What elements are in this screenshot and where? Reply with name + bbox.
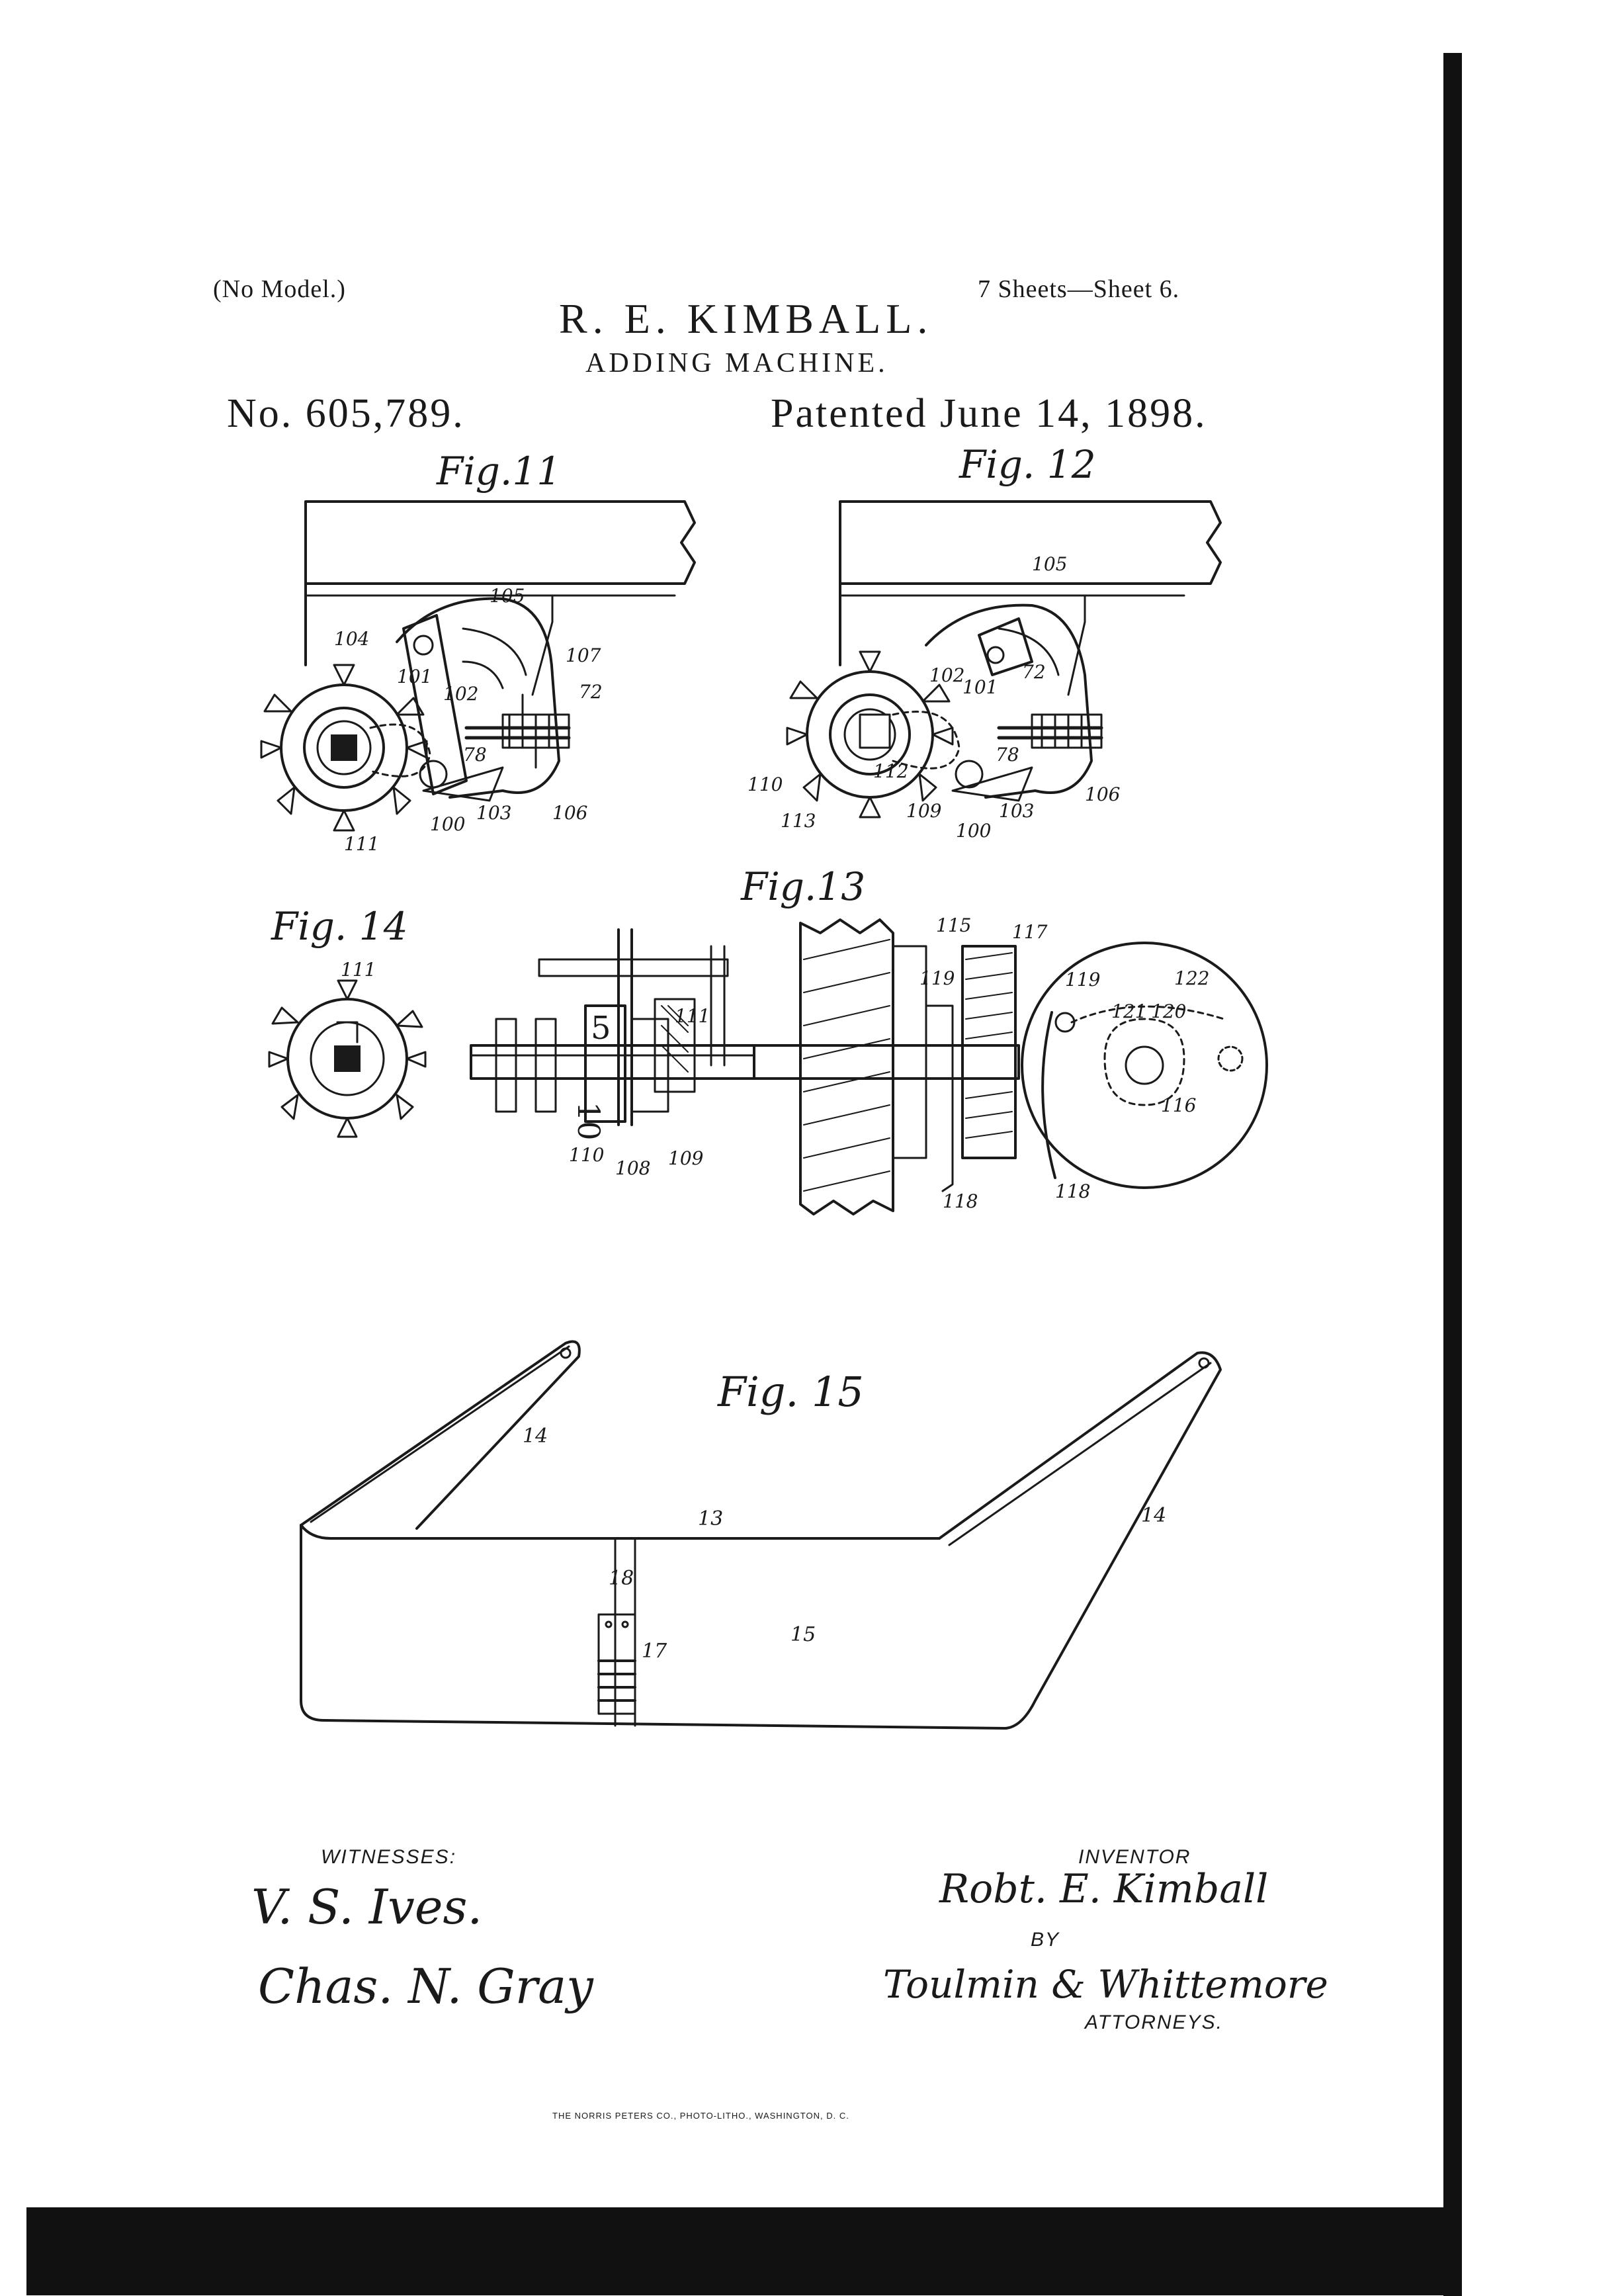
fig14-caption: Fig. 14 xyxy=(271,904,408,949)
figure-13: Fig.13 5 10 xyxy=(470,864,1268,1215)
fig11-ref-111: 111 xyxy=(344,833,379,855)
fig15-caption: Fig. 15 xyxy=(717,1368,864,1416)
fig13-caption: Fig.13 xyxy=(740,864,865,909)
fig13-ref-108: 108 xyxy=(615,1157,650,1179)
patent-date: Patented June 14, 1898. xyxy=(771,391,1207,436)
fig13-ref-122: 122 xyxy=(1174,967,1209,989)
fig12-ref-100: 100 xyxy=(956,820,991,842)
fig12-ref-78: 78 xyxy=(996,744,1019,766)
model-note: (No Model.) xyxy=(213,275,346,303)
fig12-ref-110: 110 xyxy=(747,773,783,795)
fig15-ref-17: 17 xyxy=(642,1640,667,1663)
by-label: BY xyxy=(1031,1929,1060,1951)
fig12-gear xyxy=(786,650,960,818)
fig15-ref-13: 13 xyxy=(698,1507,723,1530)
fig13-ref-117: 117 xyxy=(1012,921,1048,943)
fig11-ref-72: 72 xyxy=(579,681,603,703)
fig13-ref-109: 109 xyxy=(668,1147,703,1169)
witnesses-label: WITNESSES: xyxy=(321,1846,457,1868)
fig13-ref-119b: 119 xyxy=(1065,969,1100,991)
fig11-ref-106: 106 xyxy=(552,802,587,824)
fig15-ref-14-right: 14 xyxy=(1141,1504,1166,1527)
fig13-ref-115: 115 xyxy=(936,914,971,936)
fig11-gear xyxy=(260,664,431,832)
fig14-ref-111: 111 xyxy=(341,959,376,981)
fig12-ref-105: 105 xyxy=(1032,553,1067,575)
fig11-ref-100: 100 xyxy=(430,813,465,835)
fig12-ref-101: 101 xyxy=(962,676,998,698)
fig15-ref-15: 15 xyxy=(790,1623,816,1646)
witness-signature-1: V. S. Ives. xyxy=(251,1879,483,1935)
fig12-ref-72: 72 xyxy=(1022,661,1046,683)
inventor-name: R. E. KIMBALL. xyxy=(559,295,933,342)
attorney-signature: Toulmin & Whittemore xyxy=(883,1962,1328,2007)
bottom-scan-border xyxy=(26,2207,1462,2295)
printer-imprint: THE NORRIS PETERS CO., PHOTO-LITHO., WAS… xyxy=(552,2111,849,2121)
right-scan-border xyxy=(1443,53,1462,2296)
fig13-ref-121: 121 xyxy=(1111,1000,1146,1022)
fig11-ref-107: 107 xyxy=(566,644,601,666)
fig13-ref-111: 111 xyxy=(675,1005,710,1027)
inventor-signature: Robt. E. Kimball xyxy=(939,1866,1269,1912)
fig12-caption: Fig. 12 xyxy=(959,442,1096,487)
fig11-caption: Fig.11 xyxy=(436,449,561,494)
fig15-ref-14-left: 14 xyxy=(523,1425,548,1448)
fig11-ref-103: 103 xyxy=(476,802,511,824)
fig12-ref-112: 112 xyxy=(873,760,908,782)
invention-title: ADDING MACHINE. xyxy=(585,348,888,378)
fig11-ref-102: 102 xyxy=(443,683,478,705)
figure-14: Fig. 14 111 xyxy=(268,904,427,1138)
attorneys-label: ATTORNEYS. xyxy=(1085,2011,1223,2033)
figure-15: Fig. 15 14 14 13 18 15 xyxy=(300,1340,1222,1730)
fig12-ref-102: 102 xyxy=(929,664,964,686)
fig12-ref-109: 109 xyxy=(906,800,941,822)
fig13-dial-digit-5: 5 xyxy=(591,1010,611,1047)
fig13-ref-110: 110 xyxy=(569,1144,604,1166)
fig11-ref-78: 78 xyxy=(463,744,487,766)
fig15-ref-18: 18 xyxy=(609,1567,634,1590)
fig11-ref-101: 101 xyxy=(397,666,432,687)
fig13-ref-120: 120 xyxy=(1151,1000,1186,1022)
inventor-label: INVENTOR xyxy=(1078,1846,1191,1868)
fig11-ref-105: 105 xyxy=(490,585,525,607)
fig11-ref-104: 104 xyxy=(334,628,369,650)
figure-11: Fig.11 xyxy=(260,449,696,855)
fig12-ref-113: 113 xyxy=(781,810,816,832)
figure-12: Fig. 12 105 102 xyxy=(747,442,1222,842)
fig13-ref-118a: 118 xyxy=(943,1190,978,1212)
fig13-ref-118b: 118 xyxy=(1055,1180,1090,1202)
sheet-count: 7 Sheets—Sheet 6. xyxy=(978,275,1180,303)
fig13-ref-116: 116 xyxy=(1161,1094,1196,1116)
fig12-ref-106: 106 xyxy=(1085,783,1120,805)
fig13-ref-119a: 119 xyxy=(919,967,955,989)
patent-number: No. 605,789. xyxy=(227,391,465,436)
fig12-ref-103: 103 xyxy=(999,800,1034,822)
witness-signature-2: Chas. N. Gray xyxy=(258,1959,593,2014)
fig13-dial-digit-10: 10 xyxy=(571,1102,607,1141)
